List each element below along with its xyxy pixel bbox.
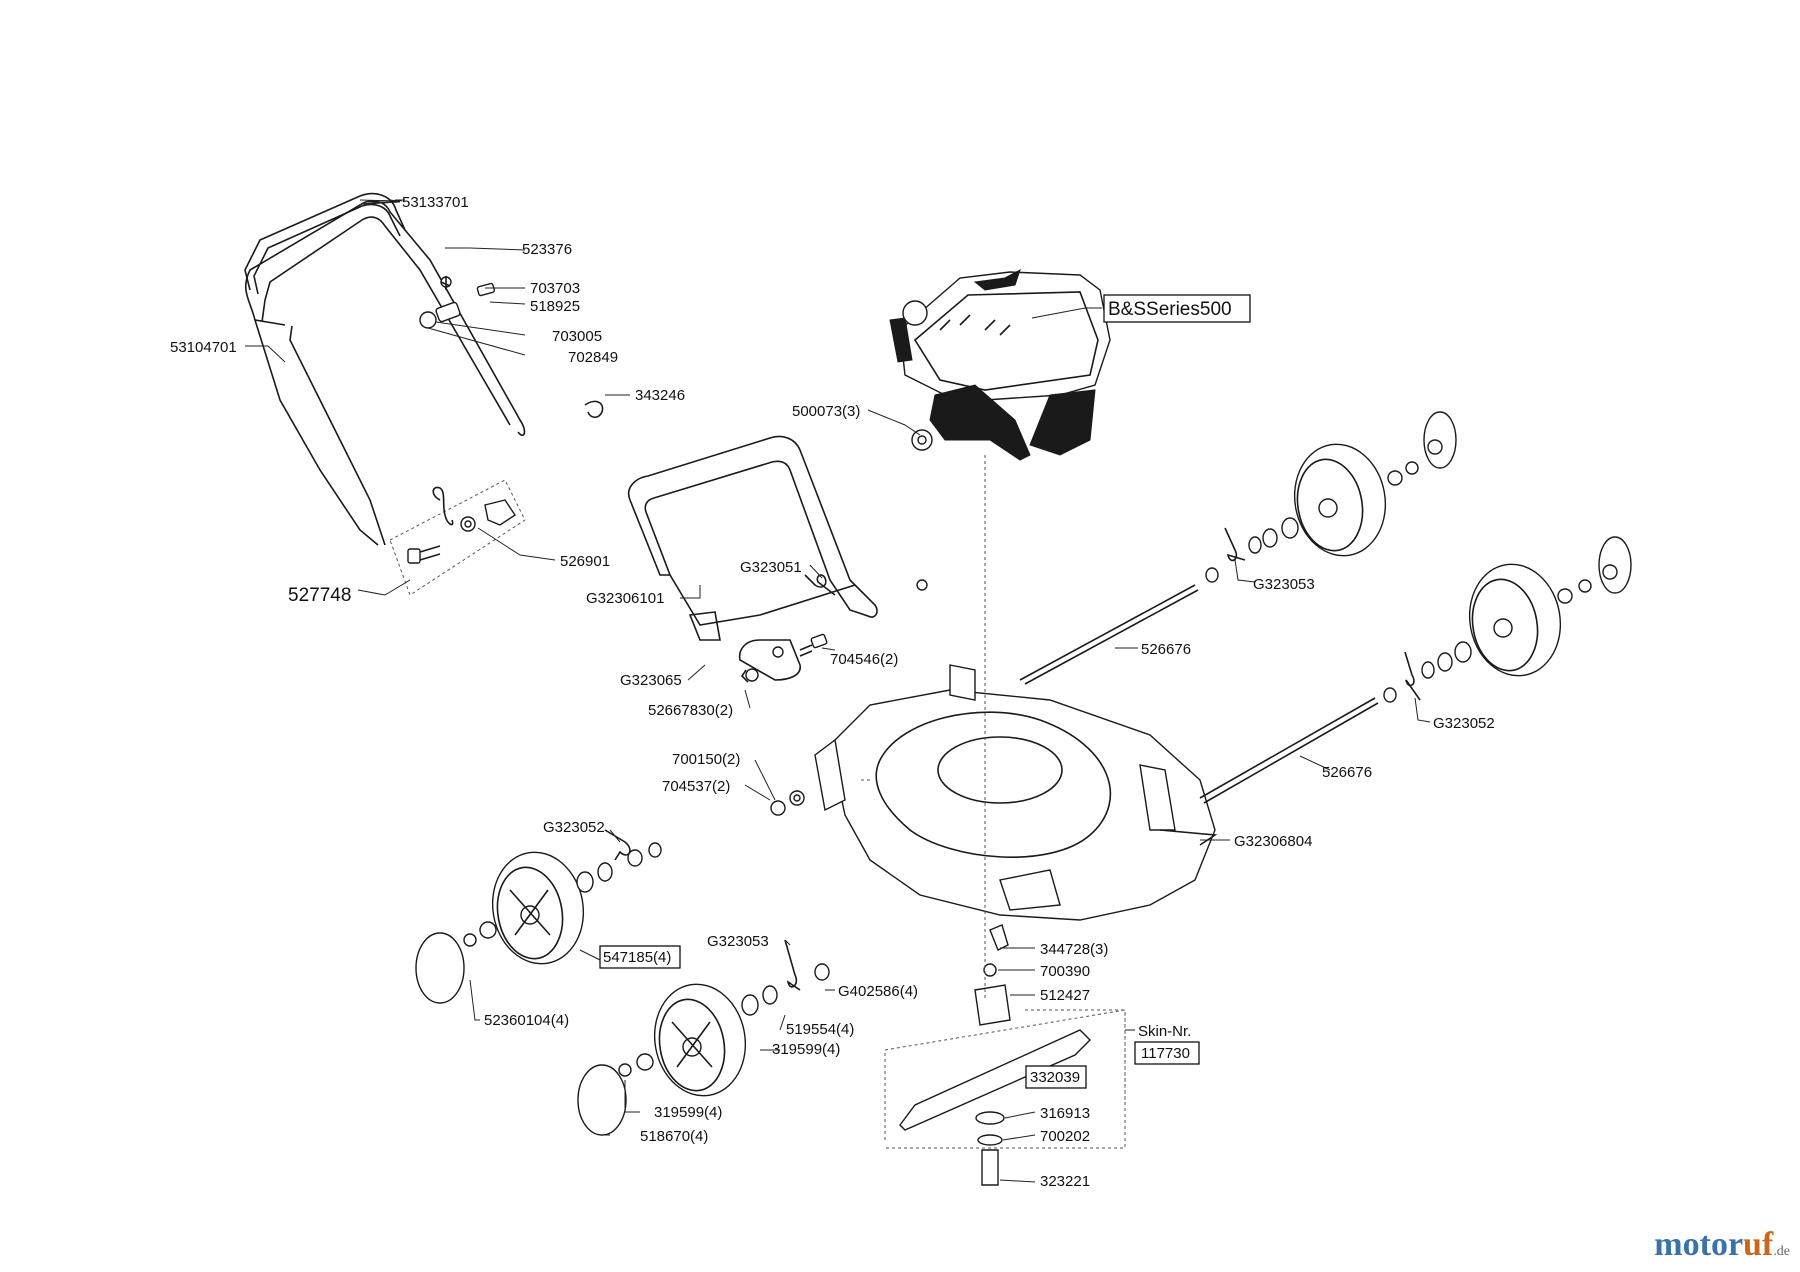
label-703005: 703005 bbox=[552, 328, 602, 345]
leader-lines bbox=[245, 199, 1431, 1183]
blade-assembly bbox=[884, 924, 1126, 1186]
watermark-accent: uf bbox=[1743, 1226, 1774, 1263]
label-G32306804: G32306804 bbox=[1234, 833, 1312, 850]
label-518670: 518670(4) bbox=[640, 1128, 708, 1145]
label-117730: 117730 bbox=[1141, 1045, 1190, 1062]
knob-52667830 bbox=[740, 668, 759, 683]
label-skin-nr: Skin-Nr. bbox=[1138, 1023, 1191, 1040]
watermark-main: motor bbox=[1654, 1226, 1744, 1263]
wheel-right-front bbox=[1383, 536, 1632, 703]
wheel-left-front bbox=[415, 829, 662, 1004]
wheel-right-rear bbox=[1205, 411, 1457, 583]
label-box-547185 bbox=[599, 945, 681, 969]
label-box-117730 bbox=[1134, 1041, 1200, 1065]
label-G323065: G323065 bbox=[620, 672, 682, 689]
label-box-332039 bbox=[1025, 1065, 1087, 1089]
label-700390: 700390 bbox=[1040, 963, 1090, 980]
label-52667830: 52667830(2) bbox=[648, 702, 733, 719]
bolt-704546 bbox=[799, 633, 828, 657]
mower-deck bbox=[814, 664, 1218, 921]
part-labels: 53133701 523376 703703 518925 703005 702… bbox=[170, 194, 1495, 1190]
label-512427: 512427 bbox=[1040, 987, 1090, 1004]
label-547185: 547185(4) bbox=[603, 949, 671, 966]
upper-handle-bar-53133701 bbox=[244, 192, 406, 295]
label-526901: 526901 bbox=[560, 553, 610, 570]
label-344728: 344728(3) bbox=[1040, 941, 1108, 958]
label-G323052-right: G323052 bbox=[1433, 715, 1495, 732]
label-343246: 343246 bbox=[635, 387, 685, 404]
watermark-tld: .de bbox=[1773, 1244, 1790, 1259]
label-703703: 703703 bbox=[530, 280, 580, 297]
label-526676-rear: 526676 bbox=[1141, 641, 1191, 658]
label-702849: 702849 bbox=[568, 349, 618, 366]
label-526676-front: 526676 bbox=[1322, 764, 1372, 781]
label-323221: 323221 bbox=[1040, 1173, 1090, 1190]
nut-500073 bbox=[911, 429, 933, 451]
label-G402586: G402586(4) bbox=[838, 983, 918, 1000]
label-G323053-right: G323053 bbox=[1253, 576, 1315, 593]
label-G323052-left: G323052 bbox=[543, 819, 605, 836]
handle-knob-assembly bbox=[419, 276, 496, 329]
label-engine: B&SSeries500 bbox=[1108, 299, 1232, 320]
nuts-700150-704537 bbox=[770, 790, 805, 816]
label-700150: 700150(2) bbox=[672, 751, 740, 768]
label-319599-upper: 319599(4) bbox=[772, 1041, 840, 1058]
handle-clamp-set bbox=[389, 479, 526, 596]
label-319599-lower: 319599(4) bbox=[654, 1104, 722, 1121]
clip-343246 bbox=[584, 400, 604, 419]
label-704537: 704537(2) bbox=[662, 778, 730, 795]
lower-handle-frame bbox=[628, 435, 928, 681]
label-704546: 704546(2) bbox=[830, 651, 898, 668]
wheel-left-rear bbox=[577, 939, 830, 1136]
label-332039: 332039 bbox=[1030, 1069, 1080, 1086]
spring-G323051 bbox=[804, 574, 836, 596]
label-316913: 316913 bbox=[1040, 1105, 1090, 1122]
label-G32306101: G32306101 bbox=[586, 590, 664, 607]
label-53133701: 53133701 bbox=[402, 194, 469, 211]
label-523376: 523376 bbox=[522, 241, 572, 258]
engine-label-box bbox=[1103, 294, 1251, 323]
label-700202: 700202 bbox=[1040, 1128, 1090, 1145]
label-527748: 527748 bbox=[288, 585, 351, 606]
label-500073: 500073(3) bbox=[792, 403, 860, 420]
label-519554: 519554(4) bbox=[786, 1021, 854, 1038]
label-518925: 518925 bbox=[530, 298, 580, 315]
label-G323051: G323051 bbox=[740, 559, 802, 576]
label-53104701: 53104701 bbox=[170, 339, 237, 356]
label-52360104: 52360104(4) bbox=[484, 1012, 569, 1029]
label-G323053-left: G323053 bbox=[707, 933, 769, 950]
rear-axle-526676 bbox=[1019, 584, 1199, 685]
front-axle-526676 bbox=[1199, 697, 1379, 804]
site-watermark: motoruf.de bbox=[1654, 1226, 1790, 1264]
upper-handle bbox=[245, 200, 526, 546]
engine-B&S-500 bbox=[889, 268, 1111, 461]
